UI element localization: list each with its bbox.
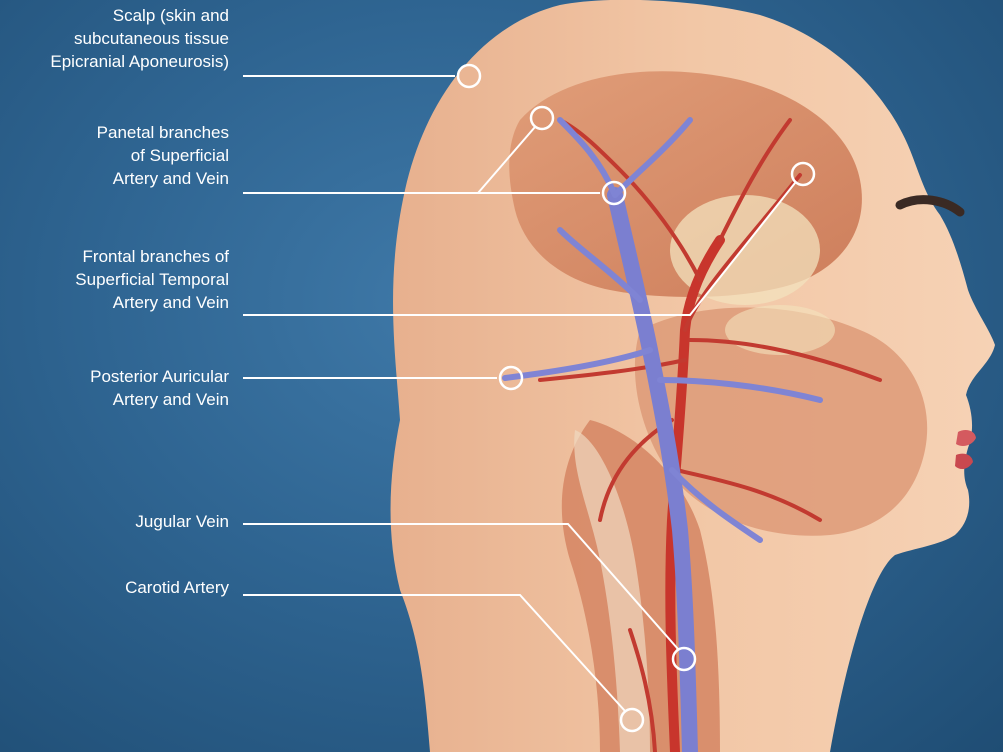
fascia-patch bbox=[725, 305, 835, 355]
label-posterior-auricular: Posterior Auricular Artery and Vein bbox=[90, 365, 229, 411]
lips-lower bbox=[955, 454, 973, 469]
label-jugular-vein: Jugular Vein bbox=[135, 510, 229, 533]
label-scalp: Scalp (skin and subcutaneous tissue Epic… bbox=[50, 4, 229, 73]
label-carotid-artery: Carotid Artery bbox=[125, 576, 229, 599]
label-frontal-branches: Frontal branches of Superficial Temporal… bbox=[75, 245, 229, 314]
lips bbox=[956, 430, 976, 446]
label-parietal-branches: Panetal branches of Superficial Artery a… bbox=[97, 121, 229, 190]
